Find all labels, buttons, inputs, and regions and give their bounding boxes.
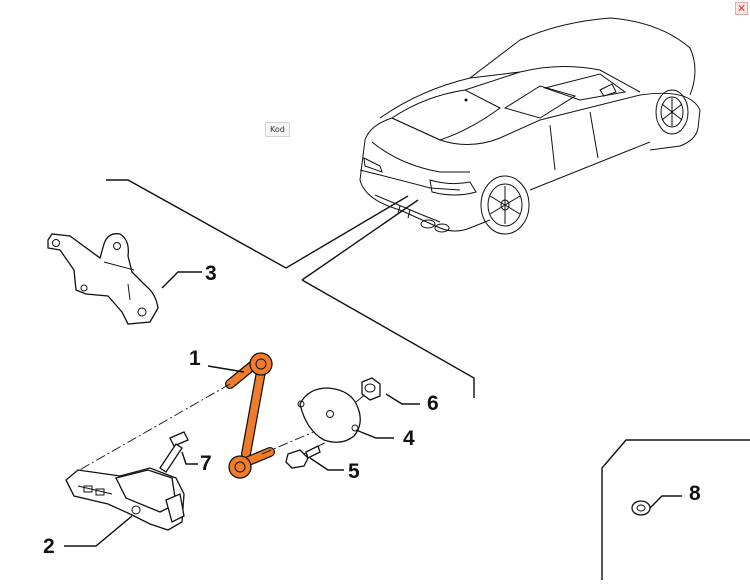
part-7-bolt[interactable]	[159, 431, 189, 473]
part-4-plate[interactable]	[297, 387, 361, 443]
locator-lines	[106, 179, 475, 398]
part-1-link-rod[interactable]	[225, 352, 275, 479]
part-3-bracket[interactable]	[47, 233, 159, 325]
close-icon[interactable]: ✕	[735, 2, 748, 15]
car-illustration	[359, 17, 701, 235]
part-5-screw[interactable]	[285, 445, 321, 469]
callout-2: 2	[43, 535, 55, 558]
inset-frame	[601, 439, 750, 580]
callout-1: 1	[189, 347, 201, 370]
kod-label[interactable]: Kod	[265, 122, 290, 137]
callout-3: 3	[205, 262, 217, 285]
callout-4: 4	[403, 427, 415, 450]
part-2-sensor[interactable]	[65, 467, 185, 531]
callout-5: 5	[348, 460, 360, 483]
leader-lines	[64, 271, 682, 547]
callout-7: 7	[200, 452, 212, 475]
callout-8: 8	[689, 482, 701, 505]
part-6-nut[interactable]	[361, 377, 381, 401]
part-8-washer[interactable]	[631, 500, 651, 516]
callout-6: 6	[427, 392, 439, 415]
